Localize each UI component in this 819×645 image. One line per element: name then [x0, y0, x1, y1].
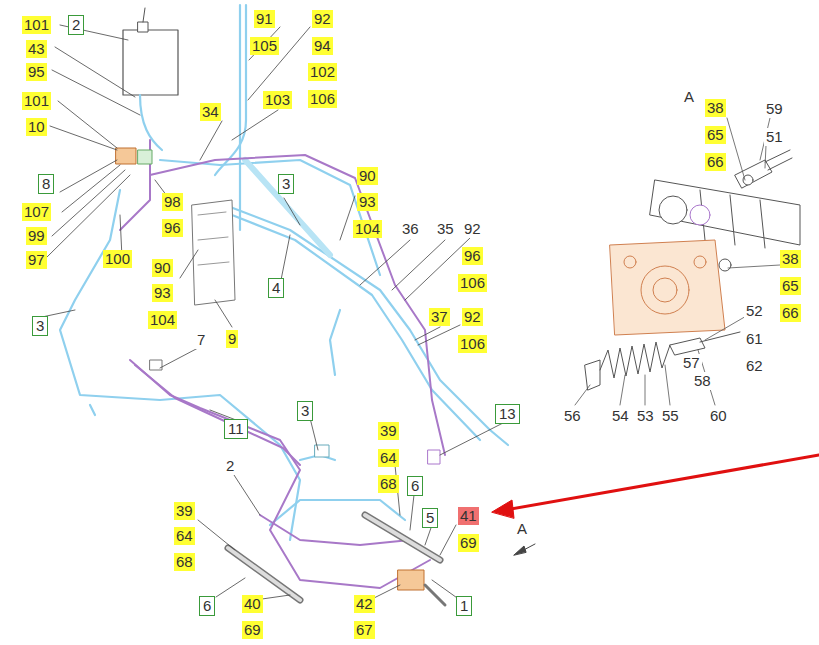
callout-number: 92: [312, 10, 333, 28]
callout-number: 101: [22, 16, 51, 34]
callout-number: 99: [26, 227, 47, 245]
callout-number: 69: [242, 621, 263, 639]
group-number: 6: [203, 597, 211, 615]
part-group-box: 1: [456, 596, 472, 616]
part-group-box: 3: [297, 401, 313, 421]
callout-number: 96: [162, 219, 183, 237]
callout-number: 67: [354, 621, 375, 639]
part-group-box: 6: [407, 476, 423, 496]
callout-number: 103: [263, 91, 292, 109]
callout-number: 38: [780, 250, 801, 268]
callout-number: 9: [226, 330, 238, 348]
callout-number: 62: [744, 357, 765, 375]
group-number: 6: [411, 477, 419, 495]
callout-number: 41: [458, 507, 479, 525]
callout-number: 66: [705, 153, 726, 171]
callout-number: 90: [357, 167, 378, 185]
callout-number: 60: [708, 407, 729, 425]
callout-number: 59: [764, 100, 785, 118]
part-group-box: 5: [422, 508, 438, 528]
callout-number: 91: [254, 10, 275, 28]
part-group-box: 11: [224, 419, 248, 439]
callout-number: 64: [378, 449, 399, 467]
callout-number: 40: [242, 595, 263, 613]
callout-number: 7: [195, 331, 207, 349]
callout-number: 2: [224, 457, 236, 475]
group-number: 1: [460, 597, 468, 615]
callout-number: 104: [148, 311, 177, 329]
callout-number: 97: [26, 251, 47, 269]
callout-number: 65: [705, 126, 726, 144]
callout-number: A: [515, 520, 529, 538]
callout-number: 66: [780, 304, 801, 322]
callout-number: 102: [308, 63, 337, 81]
callout-number: 93: [152, 284, 173, 302]
callout-number: 95: [26, 63, 47, 81]
callout-number: 101: [22, 92, 51, 110]
callout-number: 39: [378, 422, 399, 440]
callout-number: 39: [174, 502, 195, 520]
callout-number: 35: [435, 220, 456, 238]
callout-number: 34: [200, 103, 221, 121]
callout-number: 92: [462, 308, 483, 326]
callout-number: 51: [764, 128, 785, 146]
group-number: 4: [272, 279, 280, 297]
callout-number: 107: [22, 203, 51, 221]
callout-number: 55: [660, 407, 681, 425]
callout-number: 100: [103, 250, 132, 268]
callout-number: 61: [744, 330, 765, 348]
callout-number: 92: [462, 220, 483, 238]
group-number: 3: [36, 317, 44, 335]
callout-number: 54: [610, 407, 631, 425]
callout-number: 98: [162, 193, 183, 211]
callout-number: A: [682, 88, 696, 106]
callout-number: 106: [308, 90, 337, 108]
callout-number: 64: [174, 527, 195, 545]
part-group-box: 6: [199, 596, 215, 616]
callout-number: 105: [250, 37, 279, 55]
callout-number: 10: [26, 118, 47, 136]
callout-number: 38: [705, 99, 726, 117]
group-number: 11: [228, 420, 244, 438]
group-number: 3: [301, 402, 309, 420]
callout-number: 37: [429, 308, 450, 326]
group-number: 2: [72, 16, 80, 34]
callout-number: 36: [400, 220, 421, 238]
part-group-box: 2: [68, 15, 84, 35]
part-group-box: 8: [38, 174, 54, 194]
callout-number: 69: [458, 534, 479, 552]
part-group-box: 3: [278, 174, 294, 194]
group-number: 13: [499, 405, 516, 423]
group-number: 5: [426, 509, 434, 527]
callout-number: 65: [780, 277, 801, 295]
callout-number: 106: [458, 274, 487, 292]
part-group-box: 4: [268, 278, 284, 298]
callout-number: 94: [312, 37, 333, 55]
part-group-box: 3: [32, 316, 48, 336]
callout-number: 93: [357, 193, 378, 211]
callout-number: 106: [458, 335, 487, 353]
callout-number: 68: [174, 553, 195, 571]
group-number: 3: [282, 175, 290, 193]
callout-number: 57: [681, 354, 702, 372]
callout-number: 68: [378, 475, 399, 493]
callout-number: 43: [26, 40, 47, 58]
callout-number: 42: [354, 595, 375, 613]
callout-number: 104: [353, 220, 382, 238]
callout-number: 56: [562, 407, 583, 425]
callout-number: 90: [152, 259, 173, 277]
callout-number: 53: [635, 407, 656, 425]
part-group-box: 13: [495, 404, 520, 424]
group-number: 8: [42, 175, 50, 193]
callout-number: 58: [692, 372, 713, 390]
callout-number: 52: [744, 302, 765, 320]
callout-number: 96: [462, 247, 483, 265]
